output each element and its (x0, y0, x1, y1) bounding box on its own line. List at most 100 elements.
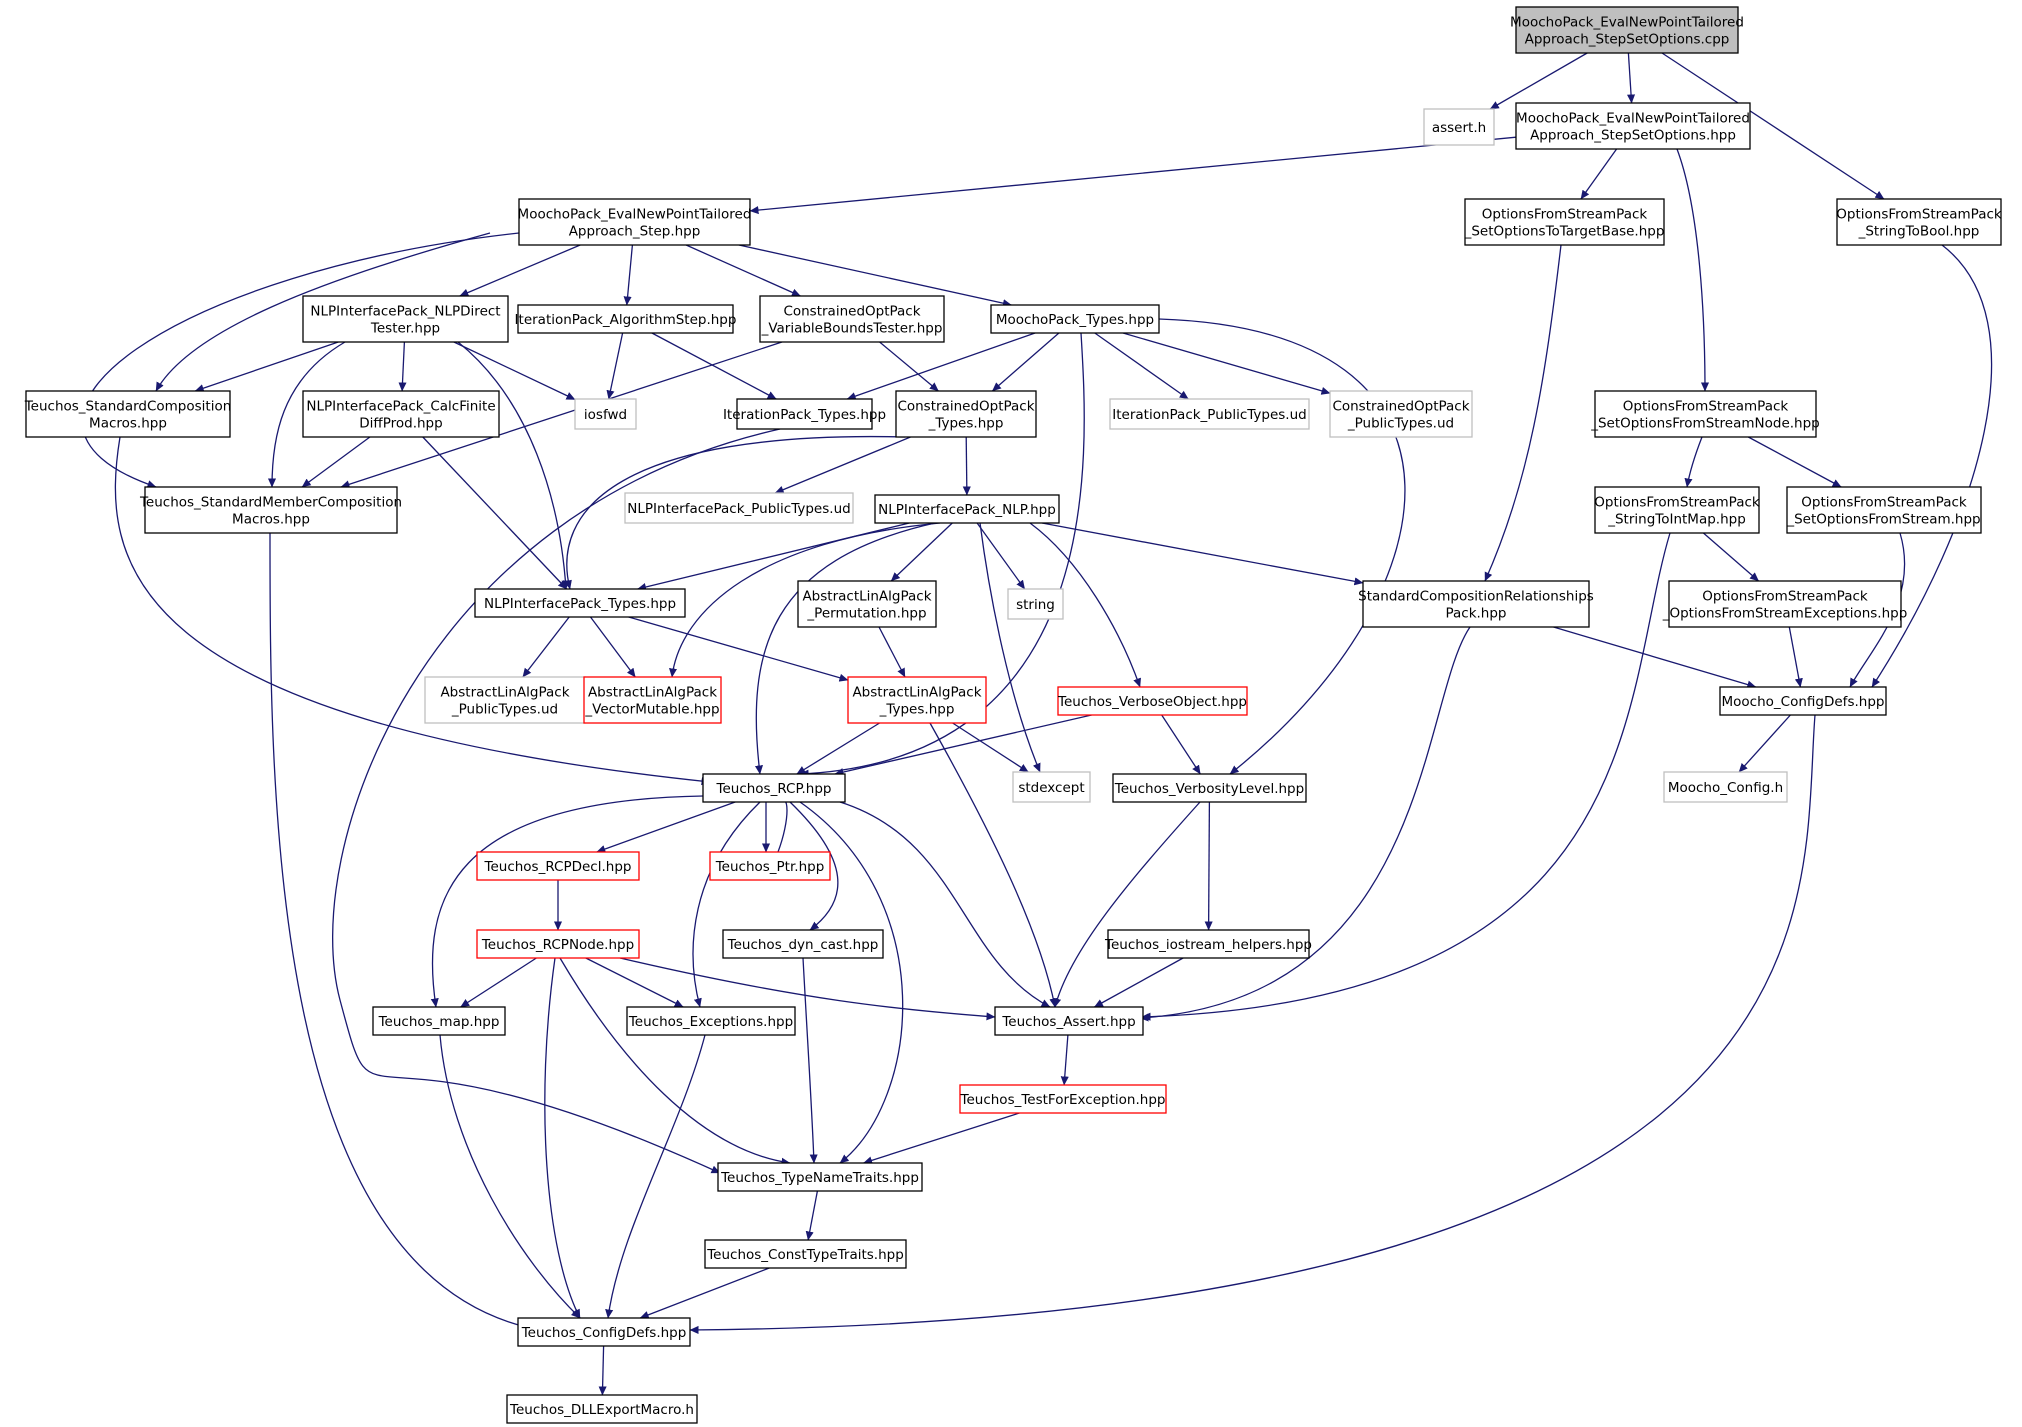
node-step_setopt_hpp[interactable]: MoochoPack_EvalNewPointTailoredApproach_… (1515, 102, 1751, 150)
node-moocho_configdefs[interactable]: Moocho_ConfigDefs.hpp (1719, 686, 1887, 716)
node-box-moocho_configdefs (1719, 686, 1887, 716)
edge-copt_types-to-nlp_types (563, 435, 906, 590)
edge-root-to-strtobool (1661, 52, 1885, 200)
node-alap_types[interactable]: AbstractLinAlgPack_Types.hpp (847, 676, 987, 724)
node-box-copt_types (895, 390, 1037, 438)
node-assert_hpp[interactable]: Teuchos_Assert.hpp (994, 1006, 1144, 1036)
node-box-typenametraits (717, 1162, 923, 1192)
node-box-teuchos_configdefs (517, 1317, 691, 1347)
node-string[interactable]: string (1007, 588, 1064, 620)
node-ptr[interactable]: Teuchos_Ptr.hpp (709, 851, 831, 881)
node-box-vecmut (583, 676, 722, 724)
node-moocho_config_h[interactable]: Moocho_Config.h (1663, 771, 1788, 803)
edge-moocho_types-to-iter_public_ud (1094, 332, 1189, 400)
node-label: _OptionsFromStreamExceptions.hpp (1662, 606, 1908, 622)
node-label: _Types.hpp (928, 416, 1004, 432)
node-label: iosfwd (584, 407, 627, 423)
node-box-assert_hpp (994, 1006, 1144, 1036)
node-label: OptionsFromStreamPack (1702, 589, 1868, 605)
node-rcp[interactable]: Teuchos_RCP.hpp (702, 773, 846, 803)
node-iter_types[interactable]: IterationPack_Types.hpp (723, 398, 886, 430)
node-box-setopt_target (1464, 198, 1665, 246)
edge-setopt_target-to-std_comp_rel (1484, 244, 1562, 582)
edge-strtobool-to-moocho_configdefs (1871, 244, 1993, 688)
node-box-nlp_hpp (874, 494, 1060, 524)
node-box-dllexport (506, 1394, 698, 1424)
node-box-string (1007, 588, 1064, 620)
edge-moocho_configdefs-to-teuchos_configdefs (689, 714, 1816, 1334)
node-moocho_types[interactable]: MoochoPack_Types.hpp (990, 304, 1160, 334)
node-label: _Permutation.hpp (806, 606, 926, 622)
node-verbose_obj[interactable]: Teuchos_VerboseObject.hpp (1057, 686, 1248, 716)
node-box-root (1515, 6, 1739, 54)
node-assert_h[interactable]: assert.h (1423, 108, 1495, 146)
node-setopt_node[interactable]: OptionsFromStreamPack_SetOptionsFromStre… (1590, 390, 1820, 438)
edge-rcp-to-rcpdecl (596, 801, 736, 853)
edge-rcp-to-dyn_cast (789, 801, 839, 931)
edge-verbose_obj-to-rcp (834, 714, 1092, 777)
edge-rcpnode-to-exceptions (585, 957, 684, 1008)
node-testforexc[interactable]: Teuchos_TestForException.hpp (959, 1084, 1167, 1114)
node-exceptions[interactable]: Teuchos_Exceptions.hpp (626, 1006, 796, 1036)
node-step_hpp[interactable]: MoochoPack_EvalNewPointTailoredApproach_… (518, 198, 752, 246)
edge-alap_types-to-stdexcept (952, 722, 1029, 773)
node-box-setopt_stream (1786, 486, 1982, 534)
node-iosfwd[interactable]: iosfwd (574, 398, 637, 430)
node-label: _PublicTypes.ud (451, 702, 558, 718)
node-strtobool[interactable]: OptionsFromStreamPack_StringToBool.hpp (1836, 198, 2002, 246)
node-box-iostream_helpers (1107, 929, 1310, 959)
node-verbosity[interactable]: Teuchos_VerbosityLevel.hpp (1112, 773, 1307, 803)
node-label: Approach_StepSetOptions.hpp (1530, 128, 1736, 144)
node-copt_public_ud[interactable]: ConstrainedOptPack_PublicTypes.ud (1329, 390, 1473, 438)
node-map[interactable]: Teuchos_map.hpp (372, 1006, 506, 1036)
node-copt_types[interactable]: ConstrainedOptPack_Types.hpp (895, 390, 1037, 438)
node-teuchos_configdefs[interactable]: Teuchos_ConfigDefs.hpp (517, 1317, 691, 1347)
node-rcpdecl[interactable]: Teuchos_RCPDecl.hpp (476, 851, 640, 881)
edge-nlp_direct_tester-to-calc_finite (398, 341, 407, 392)
node-label: _SetOptionsFromStream.hpp (1786, 512, 1980, 528)
node-nlp_hpp[interactable]: NLPInterfacePack_NLP.hpp (874, 494, 1060, 524)
node-nlp_types[interactable]: NLPInterfacePack_Types.hpp (474, 588, 686, 618)
node-box-std_comp_macros (25, 390, 231, 438)
node-label: Teuchos_StandardComposition (24, 399, 232, 415)
node-label: ConstrainedOptPack (897, 399, 1034, 415)
node-alap_public_ud[interactable]: AbstractLinAlgPack_PublicTypes.ud (424, 676, 586, 724)
node-iter_algstep[interactable]: IterationPack_AlgorithmStep.hpp (515, 304, 737, 334)
edge-std_comp_macros-to-rcp (114, 436, 711, 786)
node-label: _VariableBoundsTester.hpp (761, 321, 943, 337)
node-label: StandardCompositionRelationships (1358, 589, 1594, 605)
node-iter_public_ud[interactable]: IterationPack_PublicTypes.ud (1109, 398, 1310, 430)
node-label: NLPInterfacePack_NLP.hpp (878, 502, 1056, 518)
node-typenametraits[interactable]: Teuchos_TypeNameTraits.hpp (717, 1162, 923, 1192)
node-stdexcept[interactable]: stdexcept (1012, 771, 1091, 803)
node-varbounds[interactable]: ConstrainedOptPack_VariableBoundsTester.… (759, 295, 945, 343)
node-setopt_target[interactable]: OptionsFromStreamPack_SetOptionsToTarget… (1464, 198, 1665, 246)
node-label: Teuchos_Assert.hpp (1001, 1014, 1135, 1030)
node-label: ConstrainedOptPack (783, 304, 920, 320)
node-nlp_public_ud[interactable]: NLPInterfacePack_PublicTypes.ud (624, 492, 854, 524)
edge-strtointmap-to-ofs_exceptions (1702, 532, 1760, 582)
node-label: ConstrainedOptPack (1332, 399, 1469, 415)
edge-rcp-to-map (430, 795, 704, 1008)
node-label: _SetOptionsToTargetBase.hpp (1464, 224, 1665, 240)
node-ofs_exceptions[interactable]: OptionsFromStreamPack_OptionsFromStreamE… (1662, 580, 1908, 628)
node-std_member_macros[interactable]: Teuchos_StandardMemberCompositionMacros.… (139, 486, 402, 534)
edge-varbounds-to-copt_types (879, 341, 939, 392)
node-setopt_stream[interactable]: OptionsFromStreamPack_SetOptionsFromStre… (1786, 486, 1982, 534)
node-iostream_helpers[interactable]: Teuchos_iostream_helpers.hpp (1104, 929, 1312, 959)
node-dllexport[interactable]: Teuchos_DLLExportMacro.h (506, 1394, 698, 1424)
node-vecmut[interactable]: AbstractLinAlgPack_VectorMutable.hpp (583, 676, 722, 724)
node-consttypetraits[interactable]: Teuchos_ConstTypeTraits.hpp (704, 1239, 907, 1269)
node-label: OptionsFromStreamPack (1801, 495, 1967, 511)
node-perm[interactable]: AbstractLinAlgPack_Permutation.hpp (797, 580, 937, 628)
node-dyn_cast[interactable]: Teuchos_dyn_cast.hpp (722, 929, 884, 959)
node-root[interactable]: MoochoPack_EvalNewPointTailoredApproach_… (1510, 6, 1744, 54)
node-box-nlp_direct_tester (302, 295, 509, 343)
node-rcpnode[interactable]: Teuchos_RCPNode.hpp (476, 929, 640, 959)
node-strtointmap[interactable]: OptionsFromStreamPack_StringToIntMap.hpp (1594, 486, 1760, 534)
node-box-nlp_types (474, 588, 686, 618)
